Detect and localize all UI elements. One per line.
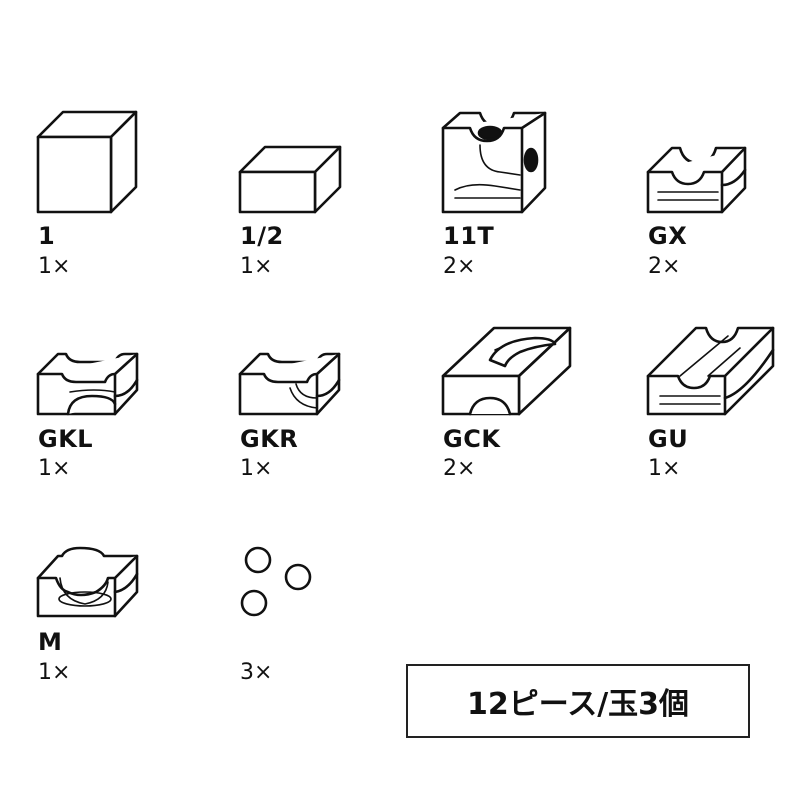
piece-count: 2×	[648, 254, 681, 279]
piece-count: 2×	[443, 254, 476, 279]
piece-count: 1×	[648, 456, 681, 481]
piece-code: GKL	[38, 425, 94, 453]
piece-count: 1×	[38, 254, 71, 279]
piece-code: GU	[648, 425, 689, 453]
piece-count: 3×	[240, 660, 273, 685]
piece-code: GKR	[240, 425, 299, 453]
piece-code: 1	[38, 222, 56, 250]
piece-code: 1/2	[240, 222, 284, 250]
piece-count: 2×	[443, 456, 476, 481]
piece-count: 1×	[240, 254, 273, 279]
piece-count: 1×	[38, 660, 71, 685]
piece-count: 1×	[240, 456, 273, 481]
piece-count: 1×	[38, 456, 71, 481]
piece-code: 11T	[443, 222, 495, 250]
piece-code: GX	[648, 222, 688, 250]
piece-code: GCK	[443, 425, 501, 453]
piece-code: M	[38, 628, 63, 656]
summary-badge: 12ピース/玉3個	[406, 664, 750, 738]
